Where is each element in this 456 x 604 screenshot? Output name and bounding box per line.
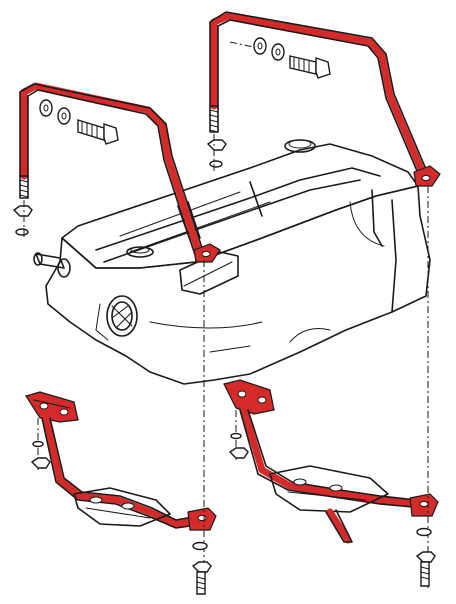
rear-strap-hardware xyxy=(206,37,331,172)
fuel-tank xyxy=(33,139,431,385)
front-strap-hardware xyxy=(12,99,119,240)
rear-strap xyxy=(209,11,441,187)
front-strap xyxy=(19,82,221,263)
front-bracket xyxy=(25,391,217,531)
assembly-center-lines xyxy=(203,186,429,588)
rear-bracket xyxy=(223,379,439,544)
lower-bolts xyxy=(191,527,436,595)
